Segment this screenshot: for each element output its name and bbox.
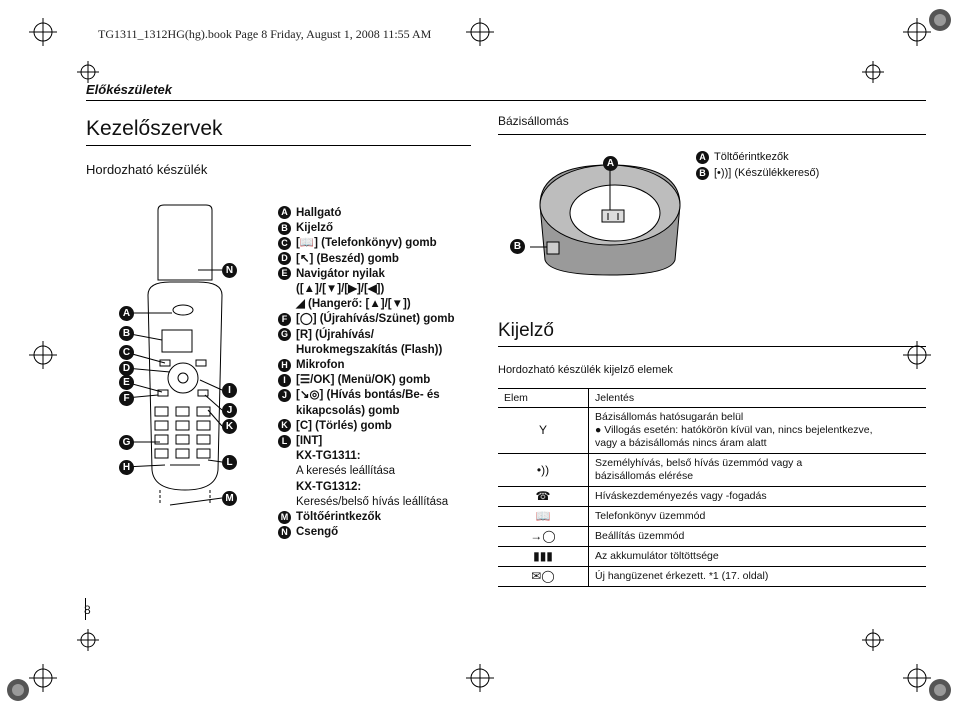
base-callout-2: B [510,239,525,254]
voicemail-icon: ✉◯ [498,566,589,587]
legend-item: B[•))] (Készülékkereső) [696,165,819,181]
base-station-illustration [530,163,681,276]
callout-9: I [222,383,237,398]
settings-icon: →◯ [498,526,589,547]
table-row: Y Bázisállomás hatósugarán belül● Villog… [498,407,926,454]
list-item: D[↖] (Beszéd) gomb [278,252,455,267]
list-item: Keresés/belső hívás leállítása [296,495,449,508]
table-row: ☎ Híváskezdeményezés vagy -fogadás [498,486,926,507]
display-rule [498,346,926,347]
list-item: ◢ (Hangerő: [▲]/[▼]) [296,298,411,311]
table-row: ▮▮▮ Az akkumulátor töltöttsége [498,546,926,567]
section-rule [86,100,926,101]
title-rule [86,145,471,146]
phone-icon: ☎ [498,486,589,507]
crosshair-mark-t3 [862,61,884,83]
handset-illustration [124,204,223,506]
page-number-rule [85,598,86,620]
crosshair-mark-tl [29,18,57,46]
list-item: K[C] (Törlés) gomb [278,419,455,434]
callout-3: C [119,345,134,360]
callout-11: K [222,419,237,434]
crosshair-mark-bl [29,664,57,692]
list-item: A keresés leállítása [296,465,396,478]
callout-2: B [119,326,134,341]
callout-5: E [119,375,134,390]
battery-icon: ▮▮▮ [498,546,589,567]
crosshair-mark-t2 [77,61,99,83]
crosshair-mark-b2 [77,629,99,651]
display-icons-table: Elem Jelentés Y Bázisállomás hatósugarán… [498,388,926,587]
callout-14: N [222,263,237,278]
gray-swatch-br [929,679,951,701]
callout-13: M [222,491,237,506]
crosshair-mark-ml [29,341,57,369]
table-header-row: Elem Jelentés [498,388,926,408]
callout-1: A [119,306,134,321]
crosshair-mark-b3 [862,629,884,651]
list-item: G[R] (Újrahívás/ [278,328,455,343]
callout-10: J [222,403,237,418]
antenna-icon: Y [498,407,589,454]
list-item: J[↘◎] (Hívás bontás/Be- és [278,388,455,403]
list-item: I[☰/OK] (Menü/OK) gomb [278,373,455,388]
crosshair-mark-tc [466,18,494,46]
table-row: 📖 Telefonkönyv üzemmód [498,506,926,527]
paging-icon: •)) [498,453,589,487]
list-item: Hurokmegszakítás (Flash)) [296,343,443,356]
phonebook-icon: 📖 [498,506,589,527]
list-item: ([▲]/[▼]/[▶]/[◀]) [296,283,385,296]
list-item: KX-TG1311: [296,450,361,463]
callout-7: G [119,435,134,450]
callout-8: H [119,460,134,475]
base-heading: Bázisállomás [498,114,569,128]
callout-6: F [119,391,134,406]
crosshair-mark-tr [903,18,931,46]
page-number: 8 [84,603,91,617]
callout-12: L [222,455,237,470]
table-row: •)) Személyhívás, belső hívás üzemmód va… [498,453,926,487]
base-callout-1: A [603,156,618,171]
list-item: L[INT] [278,434,455,449]
gray-swatch-bl [7,679,29,701]
callout-4: D [119,361,134,376]
file-header-line: TG1311_1312HG(hg).book Page 8 Friday, Au… [98,27,432,41]
page-title: Kezelőszervek [86,117,223,140]
display-title: Kijelző [498,320,554,341]
list-item: C[📖] (Telefonkönyv) gomb [278,236,455,251]
col-meaning-header: Jelentés [588,388,926,408]
base-rule [498,134,926,135]
gray-swatch-tr [929,9,951,31]
crosshair-mark-br [903,664,931,692]
list-item: F[◯] (Újrahívás/Szünet) gomb [278,312,455,327]
handset-heading: Hordozható készülék [86,162,208,177]
crosshair-mark-bc [466,664,494,692]
col-item-header: Elem [498,388,589,408]
list-item: KX-TG1312: [296,480,362,493]
display-subtitle: Hordozható készülék kijelző elemek [498,364,673,376]
section-title: Előkészületek [86,82,172,97]
table-row: →◯ Beállítás üzemmód [498,526,926,547]
table-row: ✉◯ Új hangüzenet érkezett. *1 (17. oldal… [498,566,926,587]
list-item: kikapcsolás) gomb [296,404,400,417]
